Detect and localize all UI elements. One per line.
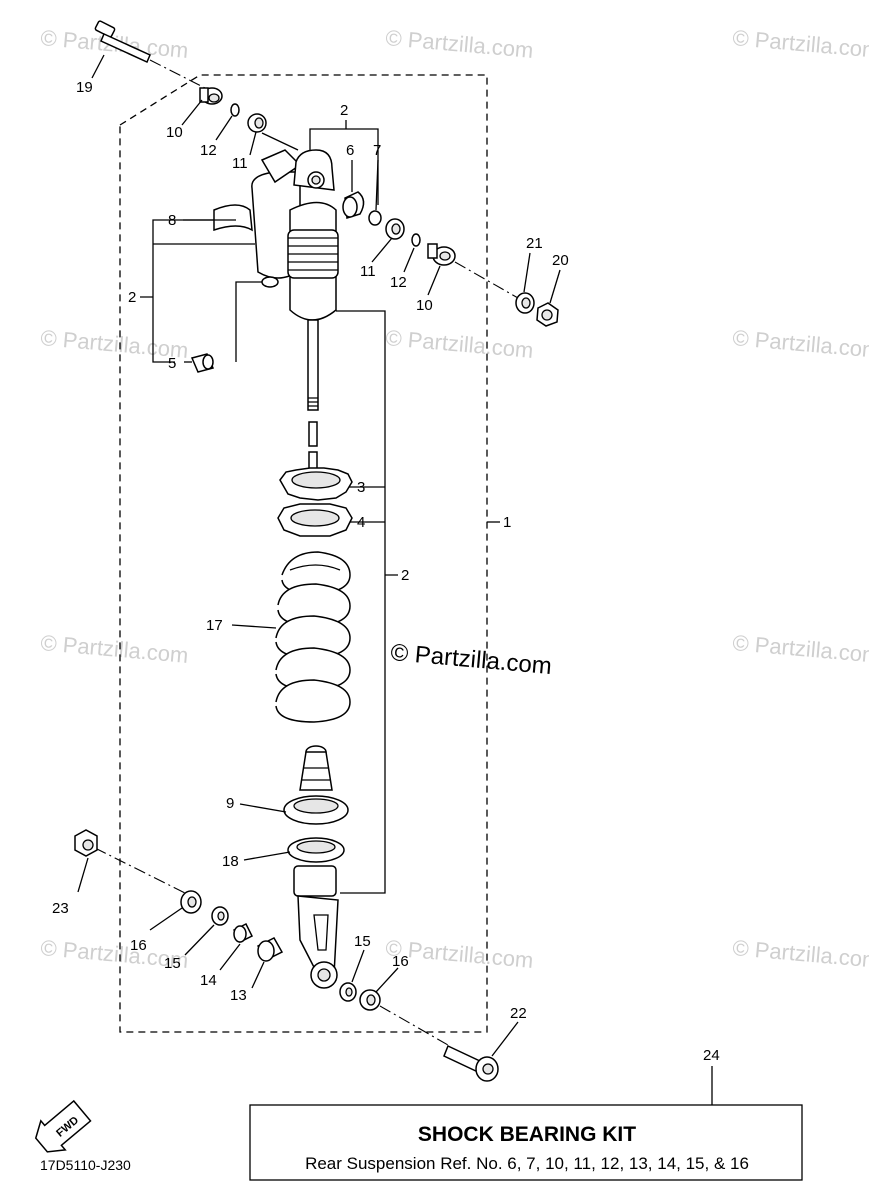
axis-lower-left <box>94 847 186 894</box>
callout-10: 10 <box>416 297 433 314</box>
watermark: © Partzilla.com <box>385 325 535 363</box>
callout-12: 12 <box>200 142 217 159</box>
axis-lower-right <box>379 1005 449 1046</box>
callout-24: 24 <box>703 1047 720 1064</box>
callout-10: 10 <box>166 124 183 141</box>
callout-5: 5 <box>168 355 176 372</box>
watermark-main: © Partzilla.com <box>389 639 552 680</box>
callout-4: 4 <box>357 514 365 531</box>
callout-8: 8 <box>168 212 176 229</box>
bolt-19 <box>94 20 151 64</box>
spring-17 <box>275 551 351 723</box>
leader-lines <box>77 54 713 1105</box>
collar-10-top <box>199 87 223 105</box>
oring-12-top <box>230 103 240 117</box>
washer-11-right <box>385 218 405 240</box>
locknut-3 <box>279 467 353 501</box>
callout-3: 3 <box>357 479 365 496</box>
shock-body-lower <box>293 865 339 989</box>
collar-13 <box>256 937 284 962</box>
callout-2: 2 <box>401 567 409 584</box>
callout-17: 17 <box>206 617 223 634</box>
callout-18: 18 <box>222 853 239 870</box>
watermark: © Partzilla.com <box>40 630 190 668</box>
callout-11: 11 <box>360 263 376 280</box>
collar-6 <box>342 191 365 219</box>
ring-18 <box>287 837 345 863</box>
callout-15: 15 <box>164 955 181 972</box>
callout-16: 16 <box>392 953 409 970</box>
axis-top <box>149 59 206 89</box>
bump-rubber <box>299 745 333 791</box>
axis-upper-right <box>454 261 519 299</box>
bushing-14 <box>232 922 254 944</box>
kit-title: SHOCK BEARING KIT <box>418 1123 636 1146</box>
shock-body-upper <box>213 149 339 321</box>
callout-2: 2 <box>128 289 136 306</box>
nut-20 <box>536 302 559 327</box>
washer-11-top <box>247 113 267 133</box>
callout-16: 16 <box>130 937 147 954</box>
callout-7: 7 <box>373 142 381 159</box>
washer-15-right <box>339 982 357 1002</box>
washer-15-left <box>211 906 229 926</box>
callout-6: 6 <box>346 142 354 159</box>
callout-9: 9 <box>226 795 234 812</box>
watermark: © Partzilla.com <box>40 325 190 363</box>
oring-12-right <box>411 233 421 247</box>
washer-16-right <box>359 989 381 1011</box>
adjuster-5 <box>190 353 215 373</box>
callout-22: 22 <box>510 1005 527 1022</box>
assembly-boundary <box>119 74 488 1033</box>
fwd-arrow-icon: FWD <box>34 1099 92 1153</box>
watermark: © Partzilla.com <box>385 25 535 63</box>
callout-11: 11 <box>232 155 248 172</box>
seat-9 <box>283 795 349 825</box>
collar-10-right <box>427 243 456 266</box>
bracket-2-right <box>336 310 398 894</box>
watermark: © Partzilla.com <box>732 935 869 973</box>
callout-15: 15 <box>354 933 371 950</box>
callout-1: 1 <box>503 514 511 531</box>
oring-7 <box>368 210 382 226</box>
shock-rod <box>307 319 319 475</box>
watermark: © Partzilla.com <box>732 25 869 63</box>
callout-labels: 19 10 12 11 2 6 7 8 2 5 11 12 10 21 20 3… <box>52 79 720 1064</box>
callout-13: 13 <box>230 987 247 1004</box>
nut-23 <box>74 829 98 857</box>
callout-23: 23 <box>52 900 69 917</box>
bracket-2-left <box>140 219 265 363</box>
washer-16-left <box>180 890 202 914</box>
callout-14: 14 <box>200 972 217 989</box>
callout-21: 21 <box>526 235 543 252</box>
watermark-group: © Partzilla.com © Partzilla.com © Partzi… <box>40 25 869 973</box>
watermark: © Partzilla.com <box>732 630 869 668</box>
adjusting-nut-4 <box>277 503 353 537</box>
kit-subtitle: Rear Suspension Ref. No. 6, 7, 10, 11, 1… <box>305 1154 749 1173</box>
callout-2: 2 <box>340 102 348 119</box>
diagram-code: 17D5110-J230 <box>40 1157 131 1173</box>
washer-21 <box>515 292 535 314</box>
callout-12: 12 <box>390 274 407 291</box>
kit-box: SHOCK BEARING KIT Rear Suspension Ref. N… <box>249 1104 803 1181</box>
bolt-22 <box>443 1044 499 1082</box>
callout-19: 19 <box>76 79 93 96</box>
callout-20: 20 <box>552 252 569 269</box>
watermark: © Partzilla.com <box>732 325 869 363</box>
